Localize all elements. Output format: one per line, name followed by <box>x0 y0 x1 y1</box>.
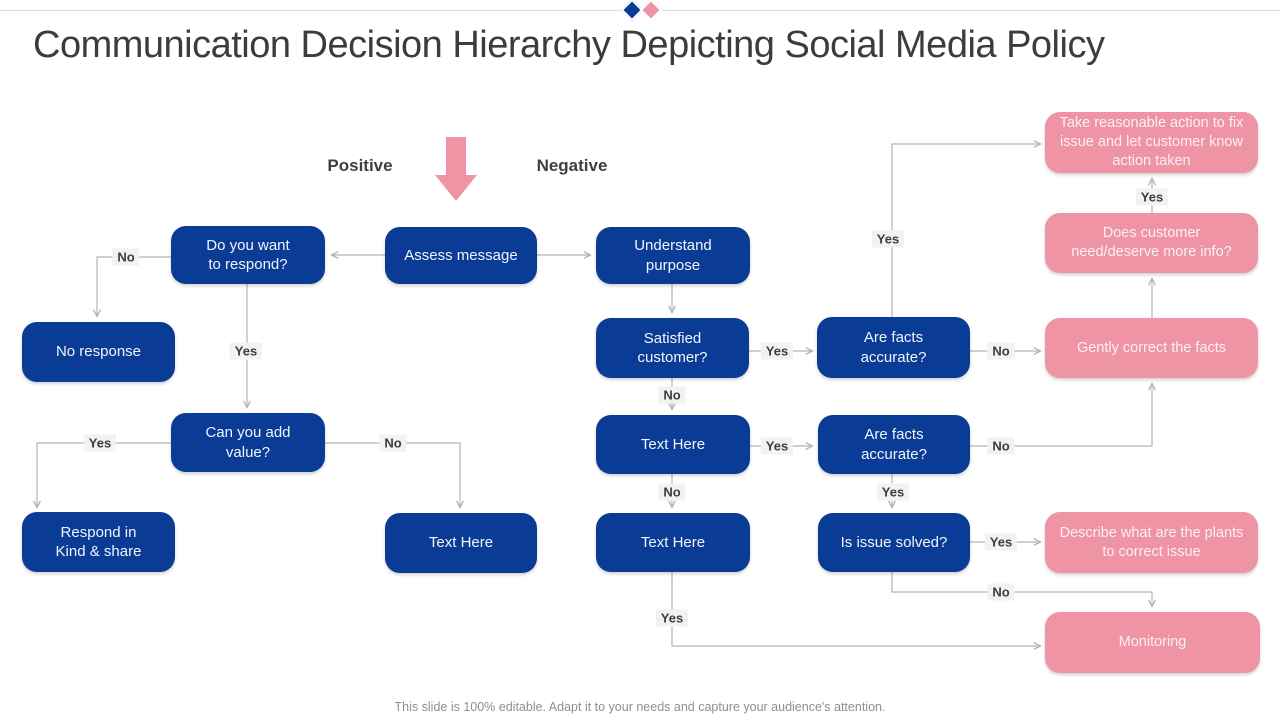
edge-label-no: No <box>658 483 686 501</box>
node-understand-purpose: Understand purpose <box>596 227 750 284</box>
node-label: Text Here <box>640 435 706 453</box>
edge-label-yes: Yes <box>871 230 905 248</box>
edge-label-no: No <box>987 583 1015 601</box>
node-can-you-add-value: Can you add value? <box>171 413 325 472</box>
node-text-here-middle: Text Here <box>596 415 750 474</box>
edge-label-no: No <box>112 248 140 266</box>
node-label: Text Here <box>640 533 706 551</box>
node-text-here-left: Text Here <box>385 513 537 573</box>
node-are-facts-accurate-1: Are facts accurate? <box>817 317 970 378</box>
down-arrow-icon <box>430 135 482 208</box>
node-label: Describe what are the plants to correct … <box>1059 524 1244 560</box>
node-label: Assess message <box>404 246 518 264</box>
edge-label-no: No <box>987 437 1015 455</box>
node-label: Is issue solved? <box>840 533 948 551</box>
node-respond-in-kind-and-share: Respond in Kind & share <box>22 512 175 572</box>
node-does-customer-need-more-info: Does customer need/deserve more info? <box>1045 213 1258 273</box>
node-do-you-want-to-respond: Do you want to respond? <box>171 226 325 284</box>
node-satisfied-customer: Satisfied customer? <box>596 318 749 378</box>
node-label: Text Here <box>428 534 494 552</box>
edge-label-yes: Yes <box>760 342 794 360</box>
node-gently-correct-the-facts: Gently correct the facts <box>1045 318 1258 378</box>
slide-title: Communication Decision Hierarchy Depicti… <box>33 24 1105 66</box>
footer-note: This slide is 100% editable. Adapt it to… <box>394 700 886 714</box>
node-is-issue-solved: Is issue solved? <box>818 513 970 572</box>
edge-label-yes: Yes <box>760 437 794 455</box>
node-label: Does customer need/deserve more info? <box>1071 225 1232 260</box>
edge-label-no: No <box>987 342 1015 360</box>
edge-label-yes: Yes <box>83 434 117 452</box>
node-label: Respond in Kind & share <box>55 523 142 560</box>
node-assess-message: Assess message <box>385 227 537 284</box>
positive-branch-label: Positive <box>327 156 393 175</box>
node-are-facts-accurate-2: Are facts accurate? <box>818 415 970 474</box>
edge-label-yes: Yes <box>1135 188 1169 206</box>
edge-label-yes: Yes <box>229 342 263 360</box>
edge-label-yes: Yes <box>876 483 910 501</box>
node-label: Understand purpose <box>634 237 712 274</box>
node-label: Are facts accurate? <box>860 329 927 366</box>
node-text-here-bottom: Text Here <box>596 513 750 572</box>
node-label: Gently correct the facts <box>1076 339 1227 356</box>
edge-label-yes: Yes <box>984 533 1018 551</box>
node-label: No response <box>55 343 142 361</box>
node-label: Are facts accurate? <box>861 426 927 463</box>
node-label: Can you add value? <box>205 424 291 461</box>
edge-label-no: No <box>379 434 407 452</box>
node-monitoring: Monitoring <box>1045 612 1260 673</box>
edge-label-yes: Yes <box>655 609 689 627</box>
node-describe-plants-to-correct-issue: Describe what are the plants to correct … <box>1045 512 1258 573</box>
node-label: Take reasonable action to fix issue and … <box>1059 115 1244 169</box>
negative-branch-label: Negative <box>536 156 608 175</box>
node-no-response: No response <box>22 322 175 382</box>
node-take-reasonable-action: Take reasonable action to fix issue and … <box>1045 112 1258 173</box>
node-label: Satisfied customer? <box>637 329 708 366</box>
node-label: Monitoring <box>1118 634 1187 651</box>
node-label: Do you want to respond? <box>206 236 290 273</box>
edge-label-no: No <box>658 386 686 404</box>
